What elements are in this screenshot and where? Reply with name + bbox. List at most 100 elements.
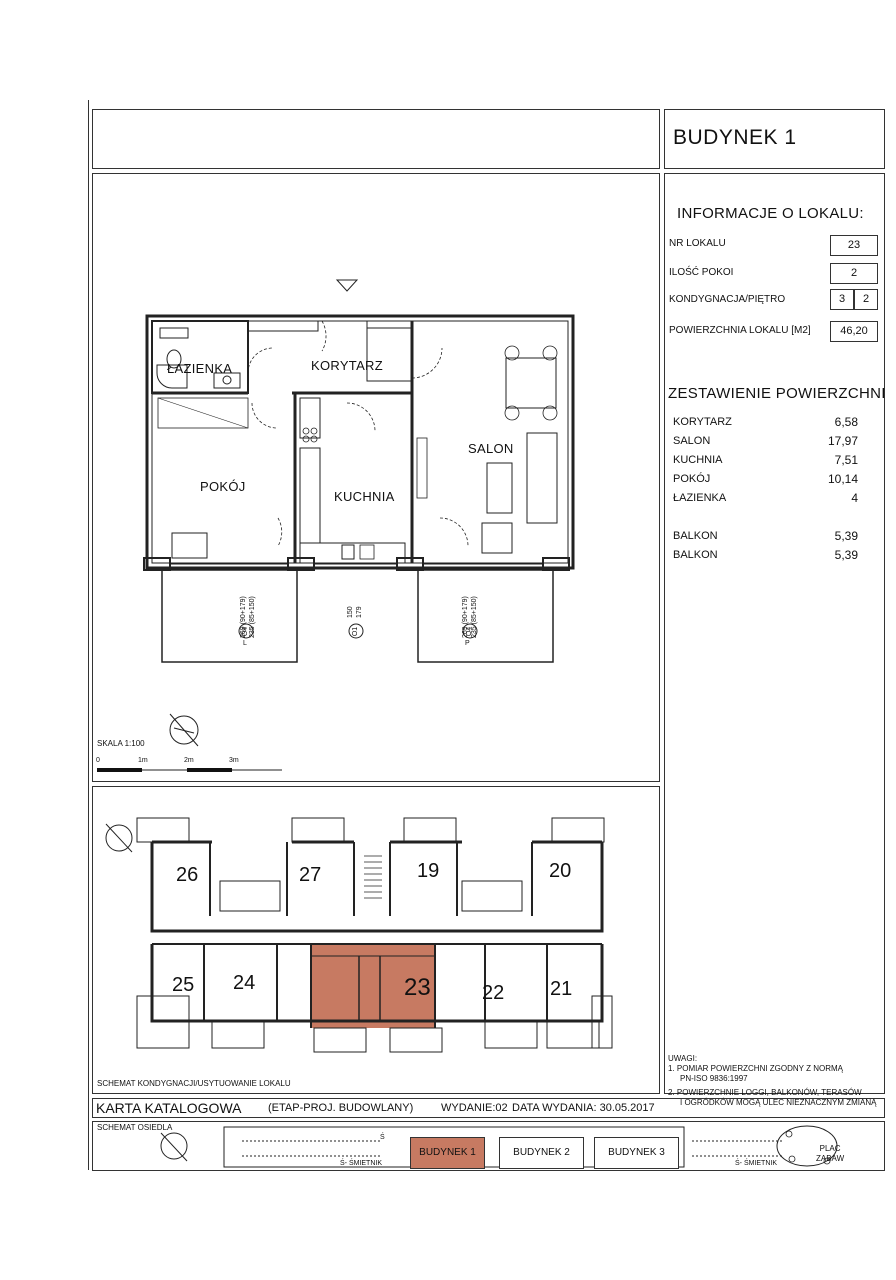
site-building-2: BUDYNEK 2 <box>499 1137 584 1169</box>
sink <box>341 544 355 560</box>
room-label-bathroom: ŁAZIENKA <box>167 361 233 376</box>
frame-edge-left <box>88 100 89 1170</box>
apartment-plan <box>97 279 575 772</box>
floor-schema-plan <box>105 817 613 1053</box>
footer-frame <box>92 1098 885 1118</box>
notes-title: UWAGI: <box>668 1054 698 1063</box>
unit-number: 27 <box>299 864 322 886</box>
edition: WYDANIE:02 <box>441 1102 508 1114</box>
coffee-table <box>486 462 513 514</box>
summary-balcony-area: 5,39 <box>834 548 858 562</box>
header-left-frame <box>92 109 660 169</box>
summary-balcony-name: BALKON <box>673 549 718 561</box>
summary-balcony-name: BALKON <box>673 530 718 542</box>
entrance-marker <box>335 279 359 292</box>
building-title: BUDYNEK 1 <box>673 126 797 149</box>
bin-label-right: Ś- ŚMIETNIK <box>735 1160 778 1167</box>
window-side: P <box>465 640 470 647</box>
window-dimension: 269 (90+179) 235 (85+150) <box>462 596 478 638</box>
north-arrow <box>169 715 199 745</box>
info-label-floor: KONDYGNACJA/PIĘTRO <box>669 294 786 305</box>
info-value-unit-number: 23 <box>830 235 878 256</box>
room-label-corridor: KORYTARZ <box>311 358 383 373</box>
summary-room-name: SALON <box>673 435 711 447</box>
bathroom-walls <box>151 320 249 394</box>
wardrobe <box>157 397 249 429</box>
notes-line: PN-ISO 9836:1997 <box>680 1074 748 1083</box>
unit-number: 26 <box>176 864 199 886</box>
floor-schema-frame <box>92 786 660 1094</box>
room-label-bedroom: POKÓJ <box>200 479 246 494</box>
scale-tick: 1m <box>138 757 148 764</box>
window-code: O1 <box>352 626 360 637</box>
info-value-room-count: 2 <box>830 263 878 284</box>
playground-label: PLAC ZABAW <box>816 1144 845 1163</box>
unit-number: 19 <box>417 860 440 882</box>
balcony-left <box>161 569 298 663</box>
unit-number: 21 <box>550 978 573 1000</box>
unit-number-highlighted: 23 <box>404 974 431 1001</box>
sofa <box>526 432 558 524</box>
room-label-kitchen: KUCHNIA <box>334 489 395 504</box>
window-dimension: 269 (90+179) 235 (85+150) <box>240 596 256 638</box>
site-frame <box>92 1121 885 1171</box>
room-label-living-room: SALON <box>468 441 514 456</box>
summary-heading: ZESTAWIENIE POWIERZCHNI <box>668 385 886 402</box>
unit-23-highlight <box>311 944 435 1028</box>
floor-schema-caption: SCHEMAT KONDYGNACJI/USYTUOWANIE LOKALU <box>97 1079 291 1088</box>
washbasin <box>213 372 241 389</box>
kitchen-counter <box>299 542 406 564</box>
scale-tick: 0 <box>96 757 100 764</box>
dining-table <box>505 357 557 409</box>
summary-room-area: 4 <box>851 491 858 505</box>
bin-mark: Ś <box>380 1134 385 1141</box>
scale-tick: 3m <box>229 757 239 764</box>
unit-number: 24 <box>233 972 256 994</box>
summary-room-name: KORYTARZ <box>673 416 732 428</box>
unit-number: 20 <box>549 860 572 882</box>
fridge <box>299 397 321 439</box>
info-label-unit-number: NR LOKALU <box>669 238 726 249</box>
notes-line: I OGRÓDKÓW MOGĄ ULEC NIEZNACZNYM ZMIANĄ <box>680 1098 877 1107</box>
info-value-area: 46,20 <box>830 321 878 342</box>
notes-line: 1. POMIAR POWIERZCHNI ZGODNY Z NORMĄ <box>668 1064 843 1073</box>
window-dimension: 150 179 <box>347 606 363 618</box>
catalog-title: KARTA KATALOGOWA <box>96 1100 242 1116</box>
summary-balcony-area: 5,39 <box>834 529 858 543</box>
bin-label-left: Ś- ŚMIETNIK <box>340 1160 383 1167</box>
info-value-level: 3 <box>830 289 854 310</box>
header-right-frame <box>664 109 885 169</box>
site-caption: SCHEMAT OSIEDLA <box>97 1123 173 1132</box>
scale-bar-fill <box>97 768 232 772</box>
summary-room-name: KUCHNIA <box>673 454 723 466</box>
scale-label: SKALA 1:100 <box>97 739 145 748</box>
unit-number: 25 <box>172 974 195 996</box>
info-value-floor: 2 <box>854 289 878 310</box>
summary-room-area: 10,14 <box>827 472 858 486</box>
toilet <box>166 349 182 369</box>
outer-walls <box>145 314 575 570</box>
armchair <box>481 522 513 554</box>
summary-room-name: ŁAZIENKA <box>673 492 727 504</box>
desk <box>171 532 208 559</box>
window-side: L <box>243 640 247 647</box>
balcony-right <box>417 569 554 663</box>
unit-number: 22 <box>482 982 505 1004</box>
summary-room-area: 6,58 <box>834 415 858 429</box>
summary-room-name: POKÓJ <box>673 473 711 485</box>
plan-frame <box>92 173 660 782</box>
shower <box>156 364 188 389</box>
edition-date: DATA WYDANIA: 30.05.2017 <box>512 1102 655 1114</box>
scale-tick: 2m <box>184 757 194 764</box>
site-building-3: BUDYNEK 3 <box>594 1137 679 1169</box>
info-label-area: POWIERZCHNIA LOKALU [M2] <box>669 325 811 336</box>
summary-room-area: 17,97 <box>827 434 858 448</box>
site-building-1: BUDYNEK 1 <box>410 1137 485 1169</box>
info-heading: INFORMACJE O LOKALU: <box>677 205 864 222</box>
catalog-subtitle: (ETAP-PROJ. BUDOWLANY) <box>268 1102 414 1114</box>
info-frame <box>664 173 885 1094</box>
summary-room-area: 7,51 <box>834 453 858 467</box>
notes-line: 2. POWIERZCHNIE LOGGI, BALKONÓW, TERASÓW <box>668 1088 862 1097</box>
playground-outline <box>776 1125 838 1167</box>
info-label-room-count: ILOŚĆ POKOI <box>669 267 734 278</box>
